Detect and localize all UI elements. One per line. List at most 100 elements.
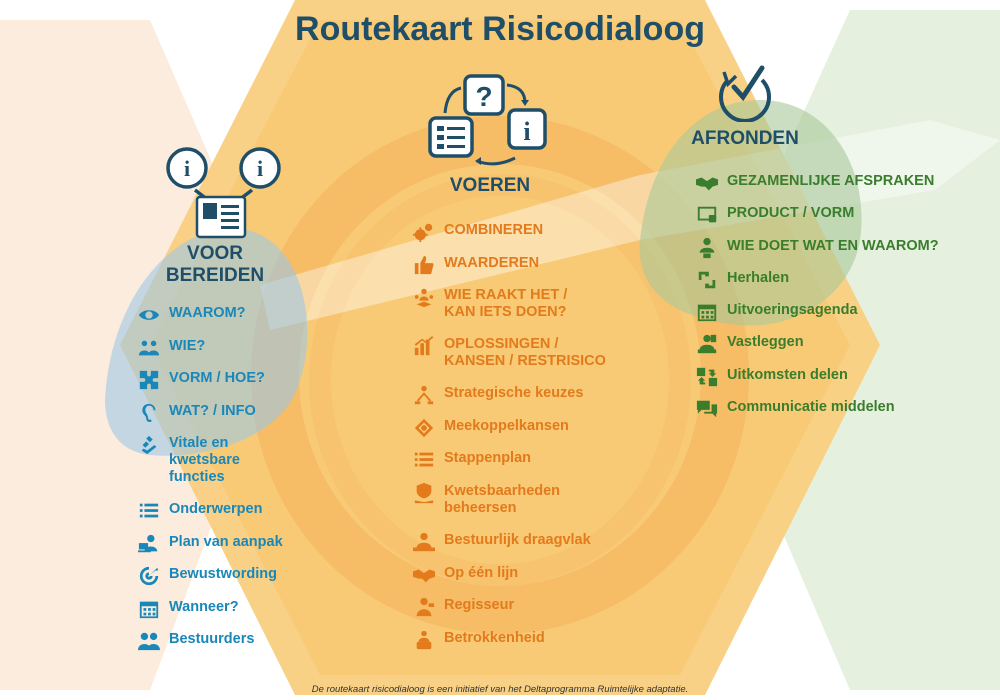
list-item-label: Bewustwording	[169, 566, 277, 582]
thumbs-up-icon	[412, 253, 436, 277]
check-cycle-icon	[719, 65, 771, 122]
list-item-label: WAAROM?	[169, 305, 246, 321]
repeat-icon	[695, 268, 719, 292]
list-item-label: Stappenplan	[444, 450, 532, 467]
list-item-label: Vitale en kwetsbare functies	[169, 435, 240, 485]
svg-text:?: ?	[475, 81, 492, 112]
list-item-label: Uitkomsten delen	[727, 366, 848, 383]
gears-icon	[412, 220, 436, 244]
network-icon	[412, 416, 436, 440]
affected-people-icon	[412, 285, 436, 309]
list-item: PRODUCT / VORM	[695, 205, 995, 237]
administrators-icon	[137, 629, 161, 653]
list-item: Plan van aanpak	[137, 534, 377, 567]
person-desk-icon	[412, 530, 436, 554]
list-item: Vastleggen	[695, 334, 995, 366]
handshake-icon	[695, 171, 719, 195]
list-item: Uitvoeringsagenda	[695, 302, 995, 334]
list-item-label: COMBINEREN	[444, 222, 544, 238]
chat-icon	[695, 397, 719, 421]
list-item: OPLOSSINGEN / KANSEN / RESTRISICO	[412, 336, 672, 385]
calendar-icon	[695, 300, 719, 324]
list-item: Vitale en kwetsbare functies	[137, 435, 377, 501]
share-icon	[695, 365, 719, 389]
target-icon	[137, 564, 161, 588]
list-item: Regisseur	[412, 597, 672, 630]
list-item: Op één lijn	[412, 565, 672, 598]
list-item-label: Op één lijn	[444, 564, 519, 581]
list-item: Herhalen	[695, 270, 995, 302]
list-item-label: WIE?	[169, 337, 206, 354]
bar-chart-icon	[412, 334, 436, 358]
list-item: WIE?	[137, 338, 377, 371]
list-item: WAT? / INFO	[137, 403, 377, 436]
list-item: Uitkomsten delen	[695, 367, 995, 399]
list-item-label: WIE RAAKT HET / KAN IETS DOEN?	[444, 287, 568, 321]
list-item: WAARDEREN	[412, 255, 672, 288]
list-item-label: Meekoppelkansen	[444, 417, 569, 434]
page-title: Routekaart Risicodialoog	[295, 10, 705, 48]
list-item: WIE RAAKT HET / KAN IETS DOEN?	[412, 287, 672, 336]
record-icon	[695, 332, 719, 356]
list-item-label: WIE DOET WAT EN WAAROM?	[727, 237, 939, 254]
list-icon	[137, 499, 161, 523]
list-item-label: Plan van aanpak	[169, 533, 283, 550]
eye-icon	[137, 303, 161, 327]
list-item: Meekoppelkansen	[412, 418, 672, 451]
list-item-label: Herhalen	[727, 269, 790, 286]
list-item: Bestuurlijk draagvlak	[412, 532, 672, 565]
list-item: Bestuurders	[137, 631, 377, 664]
list-item-label: Uitvoeringsagenda	[727, 302, 858, 319]
phase-voorbereiden-heading: VOOR BEREIDEN	[165, 243, 265, 286]
list-icon	[412, 448, 436, 472]
list-item-label: Betrokkenheid	[444, 629, 545, 646]
handshake-icon	[412, 563, 436, 587]
list-item: Wanneer?	[137, 599, 377, 632]
ear-icon	[137, 401, 161, 425]
list-item: WAAROM?	[137, 305, 377, 338]
laptop-person-icon	[137, 532, 161, 556]
strategy-icon	[412, 383, 436, 407]
person-tasks-icon	[695, 236, 719, 260]
involvement-icon	[412, 628, 436, 652]
voorbereiden-blob	[105, 228, 308, 456]
svg-text:i: i	[184, 156, 190, 181]
list-item-label: Regisseur	[444, 597, 515, 614]
list-item-label: PRODUCT / VORM	[727, 205, 855, 222]
question-info-cycle-icon: ? i	[428, 74, 547, 166]
hand-shield-icon	[412, 481, 436, 505]
people-icon	[137, 336, 161, 360]
list-item-label: WAT? / INFO	[169, 402, 256, 419]
list-item-label: Communicatie middelen	[727, 399, 895, 416]
list-item: WIE DOET WAT EN WAAROM?	[695, 236, 995, 270]
list-item: Betrokkenheid	[412, 630, 672, 663]
list-item: Bewustwording	[137, 566, 377, 599]
puzzle-icon	[137, 368, 161, 392]
list-item: Communicatie middelen	[695, 399, 995, 431]
calendar-icon	[137, 597, 161, 621]
list-item-label: WAARDEREN	[444, 254, 540, 271]
phase-afronden-heading: AFRONDEN	[691, 128, 799, 149]
list-item-label: Vastleggen	[727, 334, 804, 351]
vital-functions-icon	[137, 433, 161, 457]
svg-text:i: i	[523, 117, 530, 146]
list-item-label: Onderwerpen	[169, 501, 263, 517]
list-item-label: Kwetsbaarheden beheersen	[444, 482, 561, 516]
voorbereiden-list: WAAROM? WIE? VORM / HOE? WAT? / INFO Vitale …	[137, 305, 377, 664]
info-documents-icon: i i	[166, 147, 281, 239]
voeren-list: COMBINEREN WAARDEREN WIE RAAKT HET / KAN I…	[412, 222, 672, 662]
phase-voeren-heading: VOEREN	[449, 175, 531, 196]
svg-text:i: i	[257, 156, 263, 181]
director-icon	[412, 595, 436, 619]
list-item-label: Strategische keuzes	[444, 385, 584, 402]
list-item-label: Wanneer?	[169, 598, 239, 615]
list-item: Kwetsbaarheden beheersen	[412, 481, 672, 532]
list-item: Strategische keuzes	[412, 385, 672, 418]
product-icon	[695, 203, 719, 227]
list-item-label: Bestuurlijk draagvlak	[444, 531, 591, 548]
list-item-label: OPLOSSINGEN / KANSEN / RESTRISICO	[444, 336, 606, 370]
list-item-label: VORM / HOE?	[169, 370, 265, 386]
cycle-ring-inner	[309, 174, 691, 586]
